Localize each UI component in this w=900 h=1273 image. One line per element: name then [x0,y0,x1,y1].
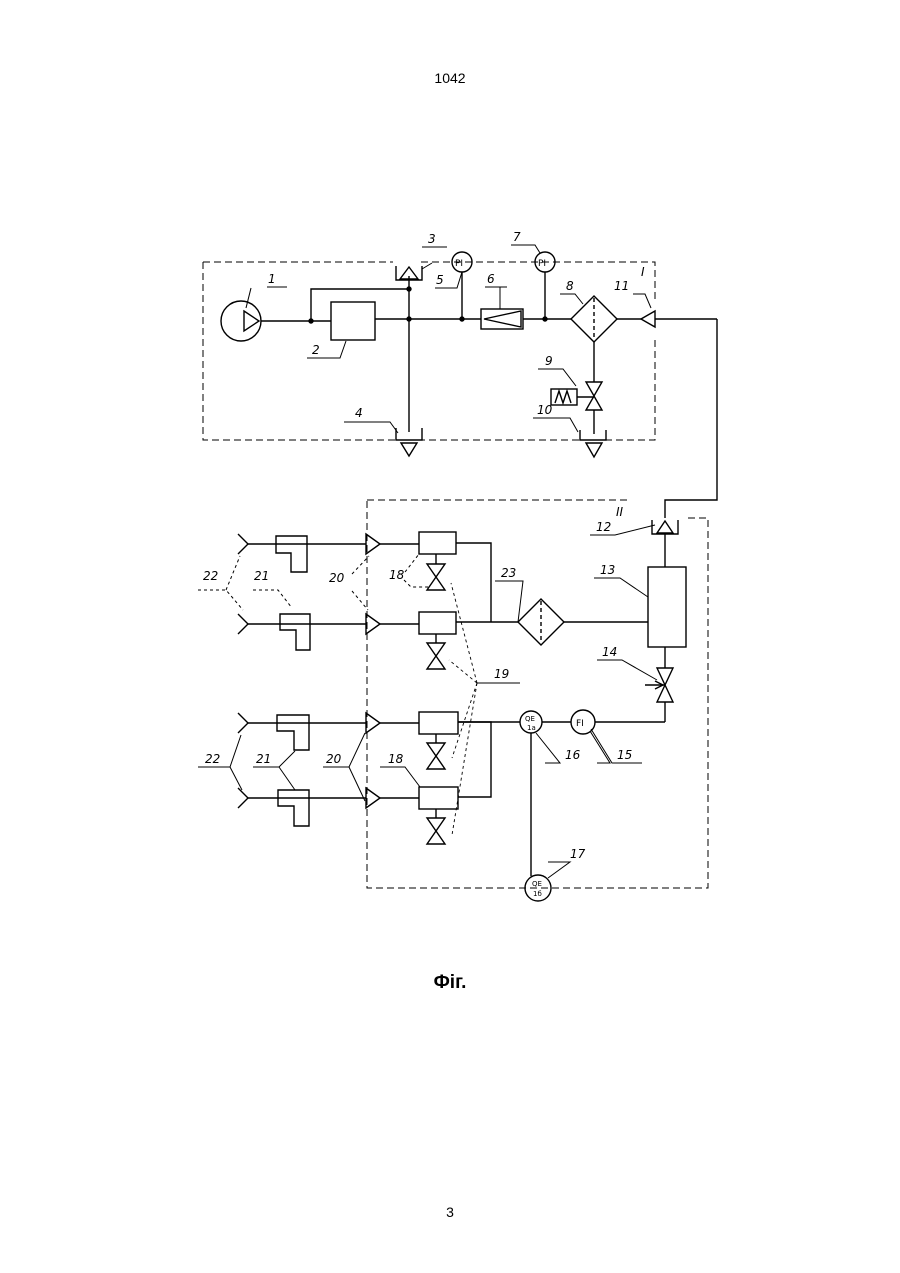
callout-5: 5 [436,273,444,287]
gauge-label-pi-5: PI [455,259,463,269]
callout-20-lower: 20 [326,752,342,766]
callout-16: 16 [565,748,581,762]
pump-symbol [221,301,261,341]
callout-1: 1 [268,272,276,286]
zone-2-boundary [367,500,708,888]
callout-22-lower: 22 [205,752,220,766]
callout-17: 17 [570,847,586,861]
vessel-13 [648,567,686,647]
callout-8: 8 [566,279,574,293]
gauge-label-qe-16-sub: 1a [527,724,536,732]
callout-3: 3 [428,232,436,246]
callout-18-lower: 18 [388,752,404,766]
callout-15: 15 [617,748,632,762]
callout-20-upper: 20 [329,571,345,585]
callout-11: 11 [614,279,629,293]
block-2 [331,302,375,340]
callout-23: 23 [501,566,516,580]
gauge-label-qe-17-sub: 1б [533,890,542,898]
callout-12: 12 [596,520,611,534]
zone-1-boundary [203,262,655,440]
callout-21-lower: 21 [256,752,271,766]
gauge-label-qe-16: QE [525,715,535,723]
gauge-label-fi-15: FI [576,719,584,729]
figure-caption: Фіг. [0,972,900,994]
callout-7: 7 [513,230,521,244]
gauge-label-qe-17: QE [532,880,542,888]
callout-4: 4 [355,406,363,420]
callout-22-upper: 22 [203,569,218,583]
callout-14: 14 [602,645,617,659]
callout-13: 13 [600,563,615,577]
callout-10: 10 [537,403,553,417]
callout-21-upper: 21 [254,569,269,583]
gauge-label-pi-7: PI [538,259,546,269]
valve-9 [586,382,602,410]
callout-19: 19 [494,667,509,681]
zone-label-ii: II [616,505,624,519]
drain-10 [580,430,606,440]
zone-label-i: I [641,265,645,279]
page-footer-number: 3 [0,1204,900,1220]
callout-6: 6 [487,272,495,286]
callout-9: 9 [545,354,553,368]
callout-18-upper: 18 [389,568,405,582]
callout-2: 2 [312,343,320,357]
